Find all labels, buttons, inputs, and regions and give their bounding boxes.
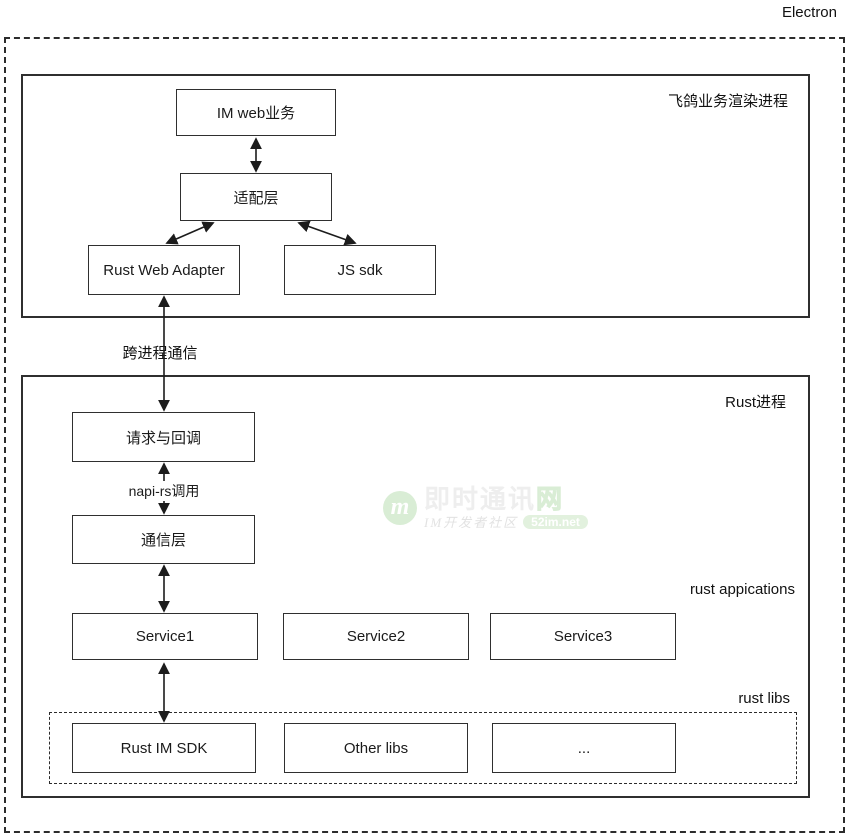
cross-process-comm-label: 跨进程通信 (122, 345, 198, 362)
renderer-process-label: 飞鸽业务渲染进程 (667, 93, 788, 110)
watermark-badge: 52im.net (523, 515, 588, 529)
watermark-text: 即时通讯网 IM开发者社区 52im.net (424, 486, 588, 529)
watermark-subtitle: IM开发者社区 (424, 514, 519, 530)
rust-libs-box (49, 712, 797, 784)
node-adapter-layer: 适配层 (180, 173, 332, 221)
rust-process-box (21, 375, 810, 798)
rust-process-label: Rust进程 (725, 394, 786, 411)
rust-libs-label: rust libs (738, 690, 790, 707)
watermark: m 即时通讯网 IM开发者社区 52im.net (383, 486, 588, 529)
node-service2: Service2 (283, 613, 469, 660)
renderer-process-box (21, 74, 810, 318)
node-other-libs: Other libs (284, 723, 468, 773)
node-comm-layer: 通信层 (72, 515, 255, 564)
node-rust-im-sdk: Rust IM SDK (72, 723, 256, 773)
node-rust-web-adapter: Rust Web Adapter (88, 245, 240, 295)
watermark-title: 即时通讯网 (424, 484, 588, 514)
electron-container-box (4, 37, 845, 833)
watermark-title-main: 即时通讯 (424, 484, 537, 514)
node-js-sdk: JS sdk (284, 245, 436, 295)
watermark-subtitle-row: IM开发者社区 52im.net (424, 515, 588, 529)
node-request-callback: 请求与回调 (72, 412, 255, 462)
rust-applications-label: rust appications (689, 581, 795, 598)
napi-rs-call-label: napi-rs调用 (125, 481, 203, 501)
node-im-web: IM web业务 (176, 89, 336, 136)
node-service3: Service3 (490, 613, 676, 660)
node-service1: Service1 (72, 613, 258, 660)
watermark-title-last: 网 (536, 484, 565, 514)
electron-label: Electron (781, 4, 837, 21)
watermark-logo-icon: m (383, 490, 417, 525)
node-more-libs: ... (492, 723, 676, 773)
